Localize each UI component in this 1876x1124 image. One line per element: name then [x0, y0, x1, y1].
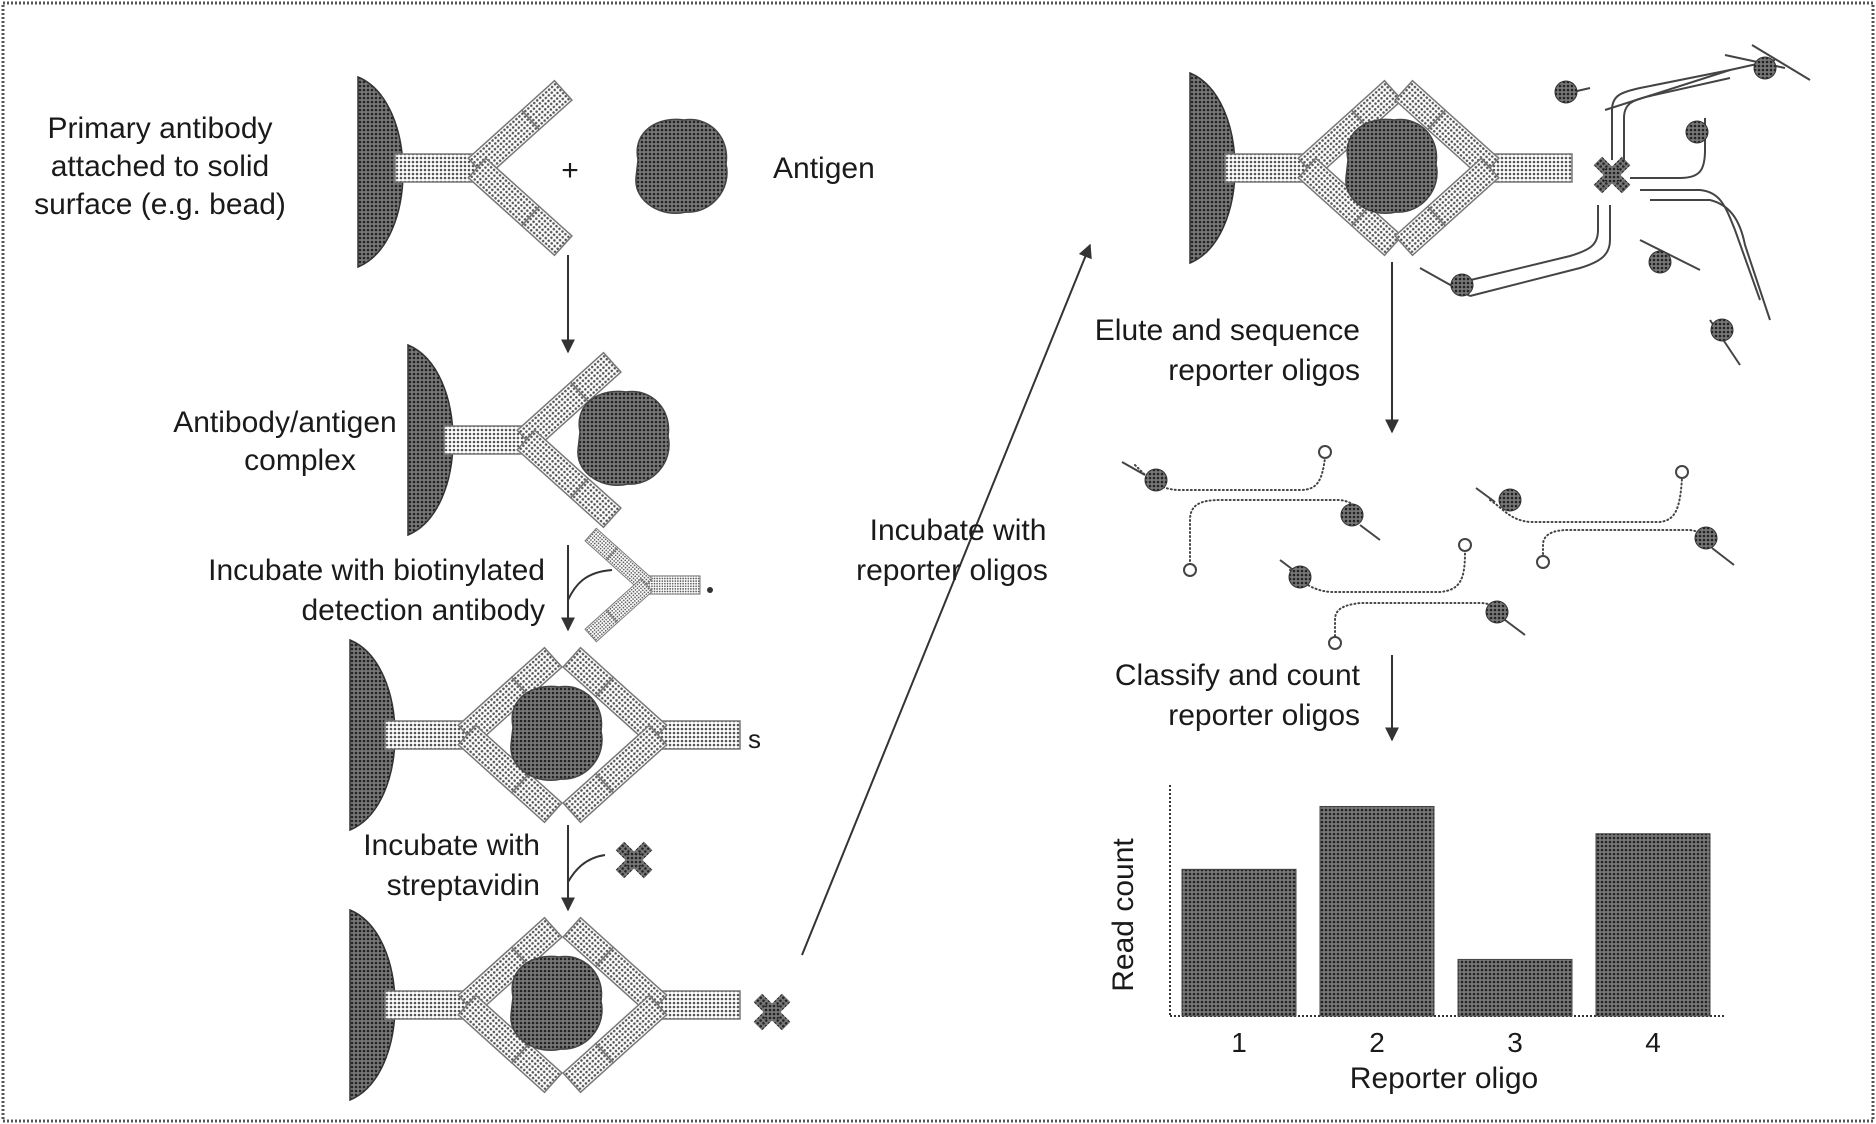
plus-sign: +	[561, 154, 579, 187]
svg-text:surface (e.g. bead): surface (e.g. bead)	[34, 188, 286, 221]
incubate-reporter-label: Incubate with reporter oligos	[856, 514, 1048, 587]
join-curve-step5	[568, 855, 605, 882]
antigen-label: Antigen	[773, 152, 875, 185]
bar-2	[1320, 806, 1434, 1016]
streptavidin-free	[616, 842, 653, 879]
detection-antibody-free	[585, 528, 700, 641]
reporter-oligos-bound	[1420, 45, 1810, 365]
svg-text:Incubate with: Incubate with	[363, 829, 540, 862]
tick-label-3: 3	[1507, 1027, 1523, 1058]
svg-text:Elute and sequence: Elute and sequence	[1095, 314, 1360, 347]
antigen-step2	[578, 391, 669, 485]
svg-text:Incubate with: Incubate with	[870, 514, 1047, 547]
free-oligo-ends	[1122, 462, 1734, 635]
antigen-step4	[511, 686, 602, 780]
svg-text:reporter oligos: reporter oligos	[856, 554, 1048, 587]
svg-text:Classify and count: Classify and count	[1115, 659, 1361, 692]
free-oligo-beads	[1145, 446, 1717, 649]
bar-1	[1182, 869, 1296, 1016]
read-count-chart: 1 2 3 4 Reporter oligo Read count	[1107, 785, 1724, 1095]
svg-text:attached to solid: attached to solid	[51, 150, 269, 183]
join-curve-step3	[568, 570, 612, 600]
antigen-step1	[636, 119, 727, 213]
tick-label-1: 1	[1231, 1027, 1247, 1058]
bar-4	[1596, 834, 1710, 1016]
antigen-step7	[1346, 119, 1437, 213]
free-oligos	[1135, 458, 1712, 640]
biotin-mark: s	[748, 724, 761, 754]
incubate-detection-label: Incubate with biotinylated detection ant…	[208, 554, 545, 627]
antigen-step6	[511, 956, 602, 1050]
svg-text:complex: complex	[244, 444, 356, 477]
primary-antibody-label: Primary antibody attached to solid surfa…	[34, 112, 286, 221]
biotin-dot	[707, 587, 713, 593]
svg-text:Primary antibody: Primary antibody	[47, 112, 272, 145]
incubate-strep-label: Incubate with streptavidin	[363, 829, 540, 902]
chart-x-label: Reporter oligo	[1350, 1062, 1538, 1095]
primary-antibody-step1	[395, 81, 572, 256]
streptavidin-center	[1594, 157, 1631, 194]
tick-label-2: 2	[1369, 1027, 1385, 1058]
svg-text:streptavidin: streptavidin	[387, 869, 540, 902]
bar-3	[1458, 959, 1572, 1016]
svg-text:reporter oligos: reporter oligos	[1168, 354, 1360, 387]
elute-label: Elute and sequence reporter oligos	[1095, 314, 1360, 387]
complex-label: Antibody/antigen complex	[173, 406, 397, 477]
svg-text:detection antibody: detection antibody	[301, 594, 545, 627]
tick-label-4: 4	[1645, 1027, 1661, 1058]
svg-text:Antibody/antigen: Antibody/antigen	[173, 406, 397, 439]
classify-label: Classify and count reporter oligos	[1115, 659, 1361, 732]
svg-text:reporter oligos: reporter oligos	[1168, 699, 1360, 732]
svg-text:Incubate with biotinylated: Incubate with biotinylated	[208, 554, 545, 587]
arrow-to-reporter	[802, 245, 1090, 955]
chart-y-label: Read count	[1107, 838, 1140, 992]
streptavidin-bound	[754, 994, 791, 1031]
